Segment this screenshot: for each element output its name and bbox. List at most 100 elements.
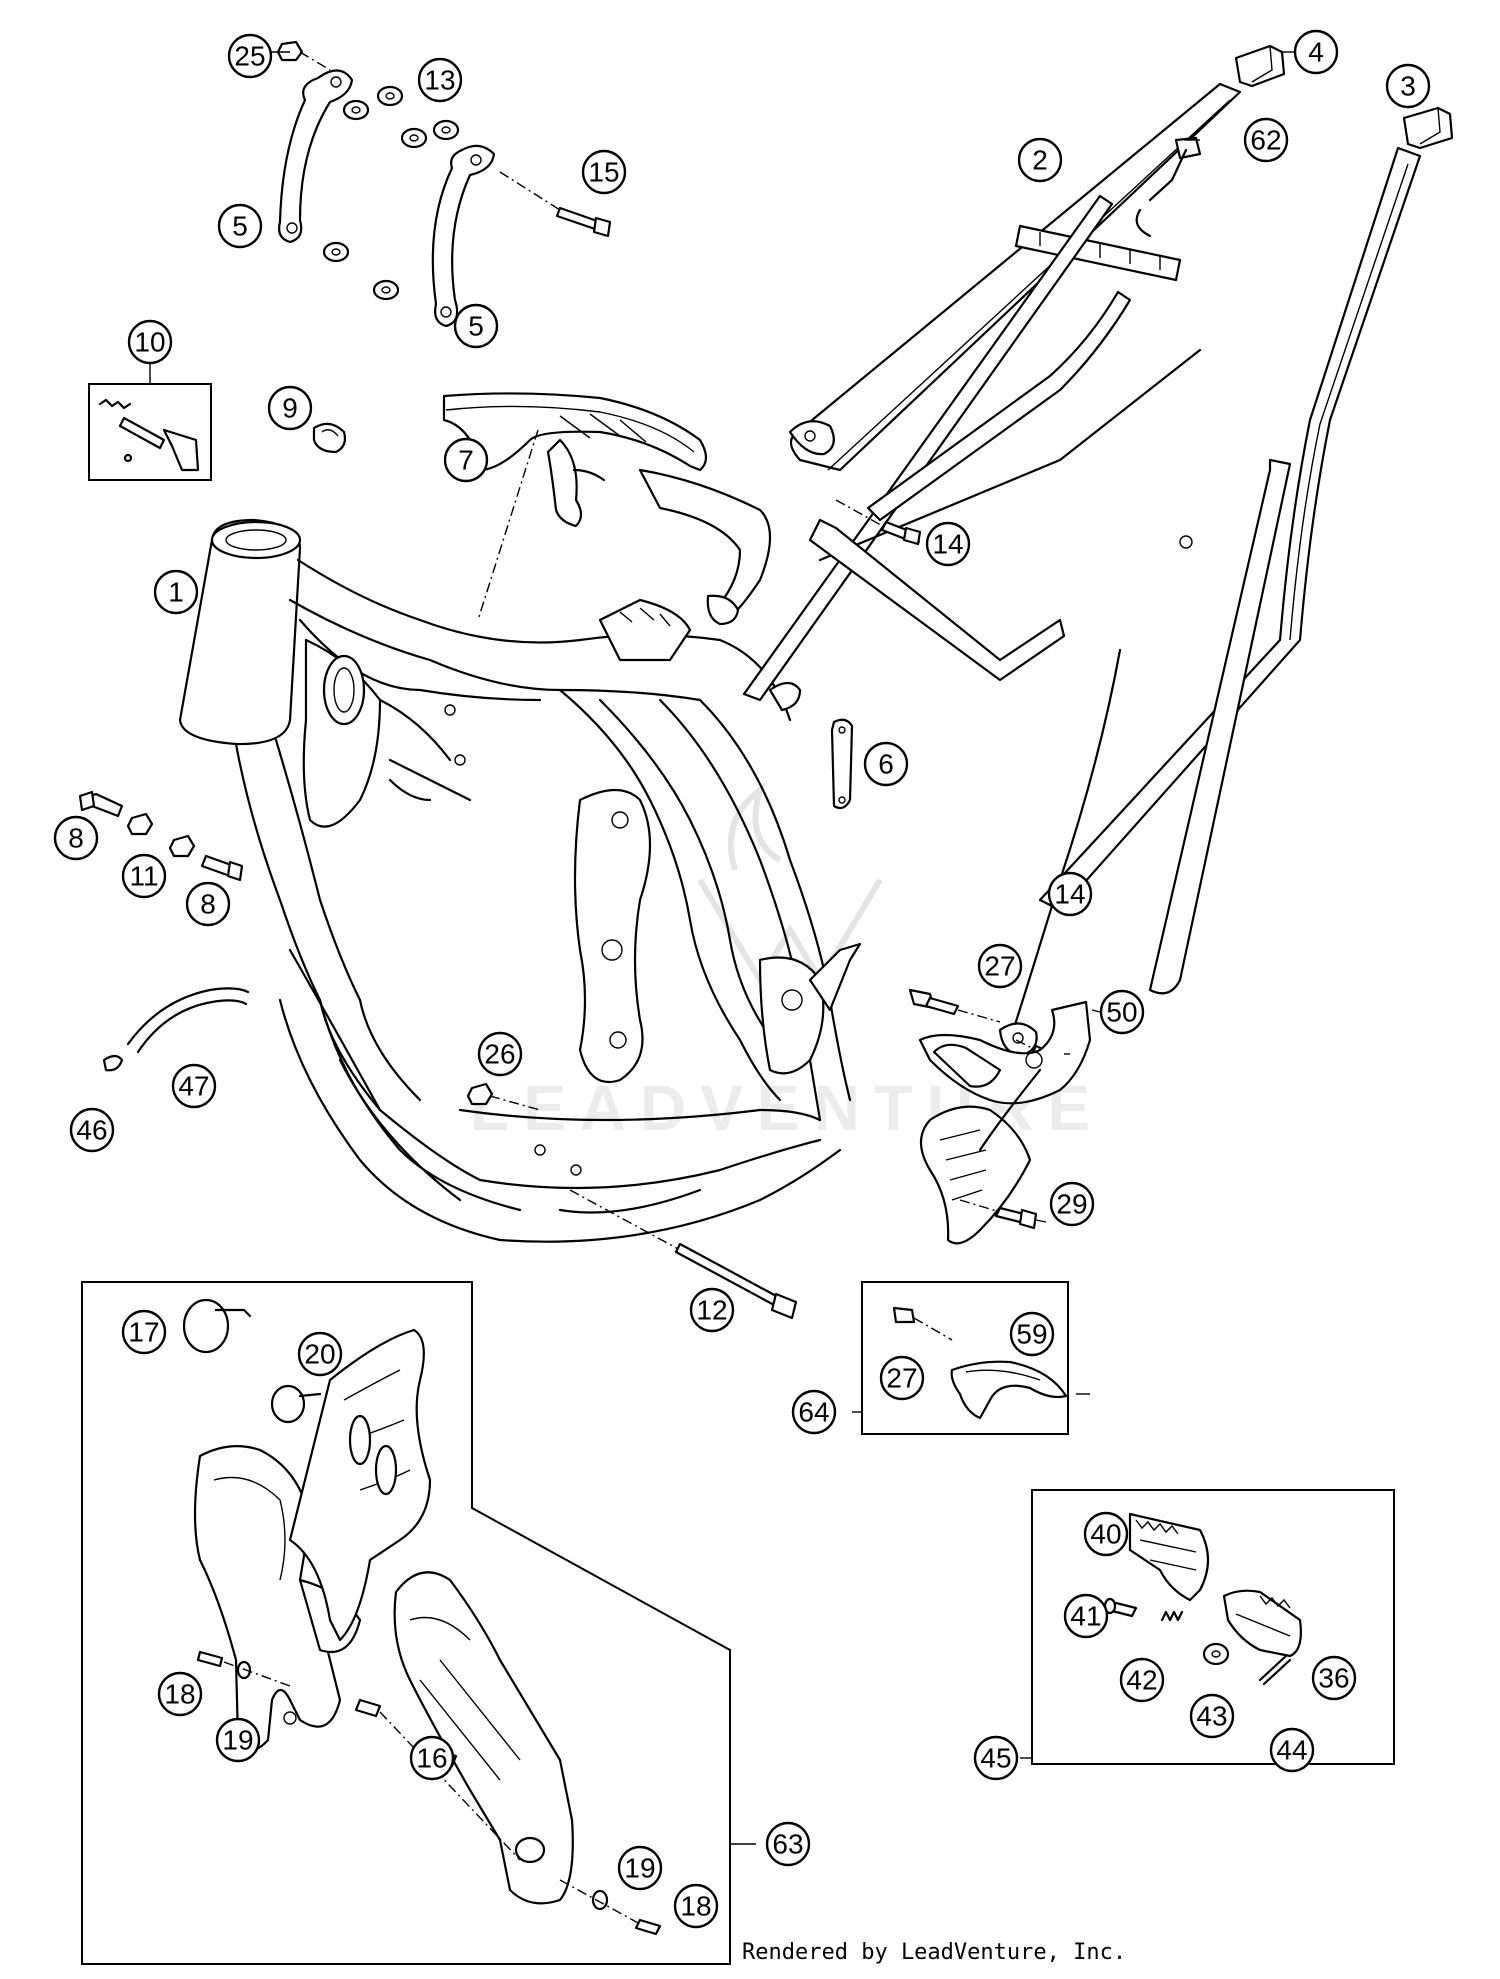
svg-text:17: 17 — [128, 1317, 159, 1348]
hose-47 — [126, 987, 250, 1054]
main-frame — [178, 518, 862, 1243]
svg-text:29: 29 — [1056, 1189, 1087, 1220]
callout-19b: 19 — [617, 1845, 663, 1891]
callout-18: 18 — [157, 1671, 203, 1717]
svg-text:43: 43 — [1196, 1701, 1227, 1732]
svg-text:18: 18 — [164, 1679, 195, 1710]
svg-text:6: 6 — [878, 749, 894, 780]
svg-text:50: 50 — [1106, 997, 1137, 1028]
callout-13: 13 — [417, 57, 463, 103]
svg-text:41: 41 — [1070, 1601, 1101, 1632]
svg-text:5: 5 — [468, 311, 484, 342]
svg-text:9: 9 — [282, 393, 298, 424]
svg-text:8: 8 — [200, 889, 216, 920]
callout-3: 3 — [1385, 63, 1431, 109]
svg-text:20: 20 — [304, 1339, 335, 1370]
svg-text:47: 47 — [178, 1071, 209, 1102]
svg-text:10: 10 — [134, 327, 165, 358]
svg-text:18: 18 — [680, 1891, 711, 1922]
callout-10: 10 — [127, 319, 173, 365]
svg-text:42: 42 — [1126, 1665, 1157, 1696]
callout-8b: 8 — [185, 881, 231, 927]
svg-text:2: 2 — [1032, 145, 1048, 176]
svg-text:4: 4 — [1308, 37, 1324, 68]
svg-text:64: 64 — [798, 1397, 829, 1428]
end-cap-4 — [1234, 44, 1286, 88]
nut-25 — [276, 40, 331, 71]
svg-text:16: 16 — [416, 1743, 447, 1774]
box-64 — [852, 1281, 1069, 1435]
end-cap-3 — [1402, 106, 1454, 150]
swingarm-guard — [393, 1571, 574, 1905]
cable-guide — [442, 392, 771, 626]
svg-text:14: 14 — [1054, 879, 1085, 910]
callout-18b: 18 — [673, 1883, 719, 1929]
svg-text:7: 7 — [458, 445, 474, 476]
bracket-50 — [918, 1000, 1092, 1245]
callout-50: 50 — [1099, 989, 1145, 1035]
callout-16: 16 — [409, 1735, 455, 1781]
svg-text:13: 13 — [424, 65, 455, 96]
callout-12: 12 — [689, 1287, 735, 1333]
svg-text:19: 19 — [222, 1725, 253, 1756]
svg-text:1: 1 — [168, 577, 184, 608]
callout-62: 62 — [1243, 117, 1289, 163]
callout-26: 26 — [477, 1031, 523, 1077]
lock-kit-box — [88, 364, 212, 481]
subframe — [742, 82, 1422, 1058]
svg-text:27: 27 — [984, 951, 1015, 982]
callout-15: 15 — [581, 149, 627, 195]
callout-46: 46 — [69, 1107, 115, 1153]
callout-8: 8 — [53, 815, 99, 861]
callout-14b: 14 — [1047, 871, 1093, 917]
callout-27: 27 — [977, 943, 1023, 989]
engine-bracket-upper — [278, 69, 354, 244]
callout-4: 4 — [1293, 29, 1339, 75]
callout-27b: 27 — [879, 1355, 925, 1401]
callout-2: 2 — [1017, 137, 1063, 183]
box-45 — [1020, 1489, 1395, 1765]
bolt-14-upper — [835, 499, 922, 546]
footer-credit: Rendered by LeadVenture, Inc. — [742, 1940, 1127, 1965]
svg-text:25: 25 — [234, 41, 265, 72]
svg-text:11: 11 — [129, 861, 158, 892]
bolt-29 — [959, 1199, 1038, 1230]
bolts-8-nut-11 — [78, 790, 244, 882]
svg-text:63: 63 — [772, 1829, 803, 1860]
svg-text:59: 59 — [1016, 1319, 1047, 1350]
svg-text:27: 27 — [886, 1363, 917, 1394]
callout-17: 17 — [121, 1309, 167, 1355]
callout-6: 6 — [863, 741, 909, 787]
svg-text:62: 62 — [1250, 125, 1281, 156]
clamp-9 — [312, 422, 347, 454]
box-63 — [81, 1281, 756, 1965]
cable-tie-20 — [270, 1384, 322, 1424]
callout-36: 36 — [1311, 1655, 1357, 1701]
washers — [322, 85, 460, 301]
callout-43: 43 — [1189, 1693, 1235, 1739]
callout-7: 7 — [443, 437, 489, 483]
svg-text:45: 45 — [980, 1743, 1011, 1774]
svg-text:3: 3 — [1400, 71, 1416, 102]
svg-text:12: 12 — [696, 1295, 727, 1326]
callout-11: 11 — [121, 853, 167, 899]
callouts: 1 2 3 4 5 5 6 7 8 8 9 10 11 12 13 14 14 … — [53, 29, 1431, 1929]
svg-text:40: 40 — [1090, 1519, 1121, 1550]
callout-14: 14 — [925, 521, 971, 567]
leader-7 — [477, 429, 539, 621]
callout-20: 20 — [297, 1331, 343, 1377]
engine-bracket-lower — [431, 144, 496, 328]
svg-text:26: 26 — [484, 1039, 515, 1070]
callout-47: 47 — [171, 1063, 217, 1109]
svg-text:15: 15 — [588, 157, 619, 188]
svg-text:44: 44 — [1276, 1735, 1307, 1766]
callout-5b: 5 — [453, 303, 499, 349]
callout-44: 44 — [1269, 1727, 1315, 1773]
cable-tie-17 — [182, 1298, 252, 1354]
callout-64: 64 — [791, 1389, 837, 1435]
link-6 — [830, 718, 854, 810]
svg-text:8: 8 — [68, 823, 84, 854]
callout-45: 45 — [973, 1735, 1019, 1781]
callout-42: 42 — [1119, 1657, 1165, 1703]
frame-guard-inner — [288, 1328, 432, 1642]
